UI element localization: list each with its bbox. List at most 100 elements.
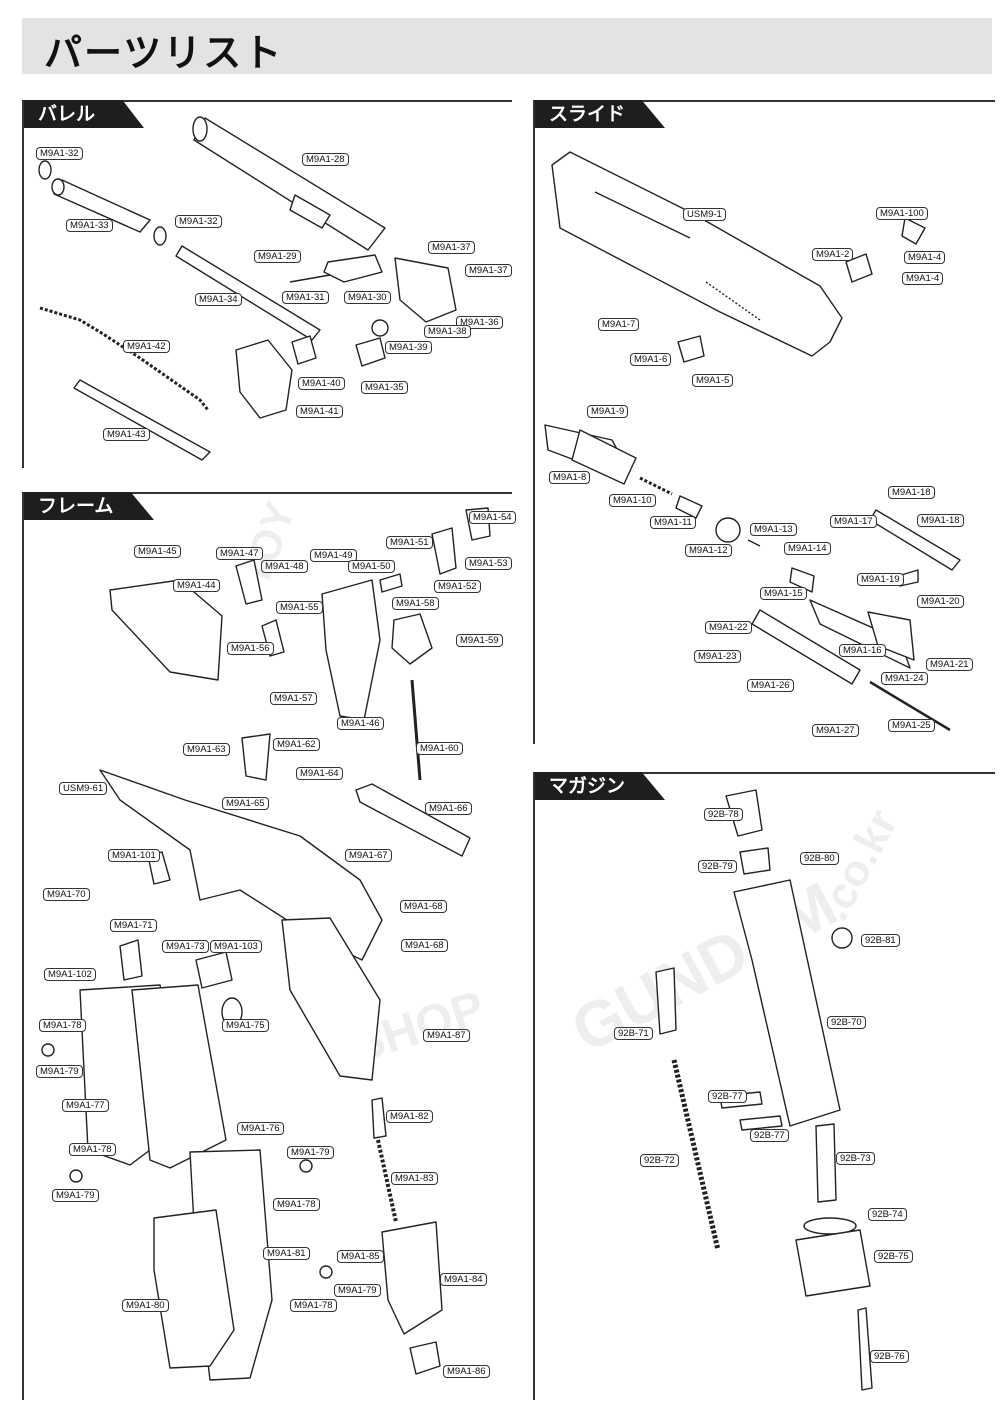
part-label: M9A1-35 [361,381,408,394]
part-label: 92B-74 [868,1208,907,1221]
part-label: M9A1-15 [760,587,807,600]
part-label: M9A1-18 [888,486,935,499]
title-bar [22,18,992,74]
part-label: M9A1-78 [39,1019,86,1032]
part-label: M9A1-33 [66,219,113,232]
part-label: M9A1-68 [400,900,447,913]
part-label: 92B-70 [827,1016,866,1029]
part-label: 92B-77 [708,1090,747,1103]
part-label: M9A1-73 [162,940,209,953]
part-label: M9A1-63 [183,743,230,756]
part-label: 92B-81 [861,934,900,947]
part-label: M9A1-43 [103,428,150,441]
part-label: M9A1-20 [917,595,964,608]
part-label: M9A1-45 [134,545,181,558]
part-label: M9A1-59 [456,634,503,647]
part-label: M9A1-67 [345,849,392,862]
part-label: USM9-61 [59,782,108,795]
part-label: 92B-80 [800,852,839,865]
part-label: USM9-1 [683,208,726,221]
part-label: M9A1-27 [812,724,859,737]
part-label: M9A1-4 [902,272,944,285]
frame-group [41,507,491,1381]
part-label: M9A1-86 [443,1365,490,1378]
part-label: M9A1-79 [36,1065,83,1078]
part-label: 92B-75 [874,1250,913,1263]
part-label: M9A1-41 [296,405,343,418]
part-label: M9A1-103 [210,940,262,953]
part-label: M9A1-2 [812,248,854,261]
part-label: M9A1-101 [108,849,160,862]
part-label: M9A1-65 [222,797,269,810]
part-label: M9A1-9 [587,405,629,418]
part-label: M9A1-81 [263,1247,310,1260]
part-label: M9A1-17 [830,515,877,528]
part-label: M9A1-5 [692,374,734,387]
part-label: M9A1-21 [926,658,973,671]
part-label: 92B-72 [640,1154,679,1167]
part-label: M9A1-38 [424,325,471,338]
part-label: M9A1-51 [386,536,433,549]
barrel-group [38,116,457,461]
part-label: M9A1-13 [750,523,797,536]
part-label: M9A1-83 [391,1172,438,1185]
part-label: M9A1-79 [287,1146,334,1159]
part-label: M9A1-37 [465,264,512,277]
part-label: M9A1-64 [296,767,343,780]
page-title: パーツリスト [44,31,284,75]
part-label: M9A1-100 [876,207,928,220]
part-label: M9A1-10 [609,494,656,507]
part-label: M9A1-11 [650,516,696,529]
part-label: M9A1-25 [888,719,935,732]
part-label: M9A1-46 [337,717,384,730]
part-label: M9A1-34 [195,293,242,306]
frame-section [22,492,512,1400]
part-label: M9A1-16 [839,644,886,657]
part-label: M9A1-24 [881,672,928,685]
part-label: M9A1-7 [598,318,640,331]
part-label: M9A1-52 [434,580,481,593]
part-label: M9A1-79 [334,1284,381,1297]
part-label: M9A1-84 [440,1273,487,1286]
part-label: M9A1-47 [216,547,263,560]
part-label: M9A1-29 [254,250,301,263]
part-label: M9A1-78 [69,1143,116,1156]
part-label: M9A1-26 [747,679,794,692]
part-label: M9A1-32 [175,215,222,228]
part-label: M9A1-71 [110,919,157,932]
magazine-section [533,772,995,1400]
part-label: M9A1-22 [705,621,752,634]
part-label: M9A1-85 [337,1250,384,1263]
part-label: M9A1-66 [425,802,472,815]
part-label: M9A1-30 [344,291,391,304]
slide-section [533,100,995,744]
part-label: M9A1-78 [273,1198,320,1211]
part-label: M9A1-28 [302,153,349,166]
part-label: M9A1-39 [385,341,432,354]
part-label: M9A1-37 [428,241,475,254]
part-label: 92B-76 [870,1350,909,1363]
part-label: M9A1-14 [784,542,831,555]
part-label: M9A1-31 [282,291,329,304]
part-label: M9A1-12 [685,544,732,557]
part-label: M9A1-49 [310,549,357,562]
barrel-section [22,100,512,468]
part-label: M9A1-44 [173,579,220,592]
part-label: M9A1-4 [904,251,946,264]
part-label: M9A1-78 [290,1299,337,1312]
part-label: M9A1-18 [917,514,964,527]
part-label: M9A1-40 [298,377,345,390]
part-label: M9A1-58 [392,597,439,610]
frame-section-title: フレーム [24,492,154,520]
part-label: M9A1-57 [270,692,317,705]
part-label: M9A1-70 [43,888,90,901]
magazine-group [655,789,873,1391]
part-label: 92B-78 [704,808,743,821]
part-label: M9A1-54 [469,511,516,524]
part-label: M9A1-50 [348,560,395,573]
part-label: M9A1-68 [401,939,448,952]
part-label: M9A1-82 [386,1110,433,1123]
part-label: 92B-79 [698,860,737,873]
magazine-section-title: マガジン [535,772,665,800]
